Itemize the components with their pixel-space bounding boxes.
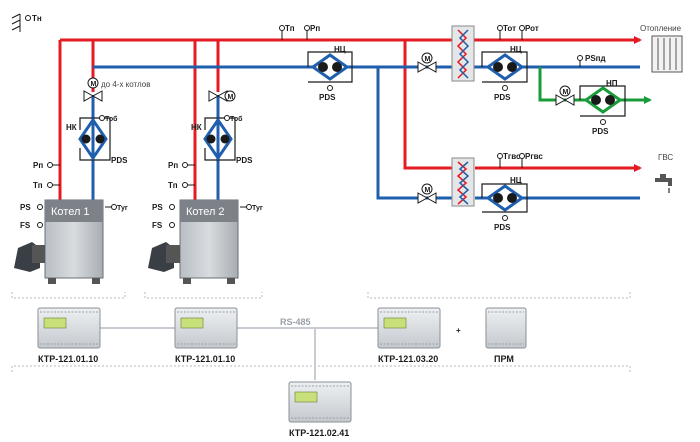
svg-text:M: M [425,187,431,194]
supply-temp-label: Тп [285,24,295,33]
boiler-1-pump-label: НК [66,123,77,132]
boiler-1-fs-label: FS [20,221,31,230]
bus-label: RS-485 [280,317,311,327]
heating-pds-loop [481,51,528,83]
pump-group-makeup [583,86,623,114]
boiler-1-return-temp-label: Тоб [105,115,118,123]
supply-pipes [58,36,642,205]
boiler-1-flue-temp-label: Туг [117,205,128,212]
boiler-2-supply-temp-label: Тп [168,181,178,190]
boiler-2 [148,199,239,284]
dhw-consumer-label: ГВС [658,153,673,162]
pump-group-dhw [485,184,525,212]
svg-text:M: M [228,94,234,101]
dhw-pump-label: НЦ [510,176,522,185]
boiler-1-name: Котел 1 [51,206,90,218]
supply-pressure-label: Рп [310,24,320,33]
controller-1-label: КТР-121.01.10 [38,354,98,364]
boiler-2-ps-label: PS [152,203,163,212]
heat-exchanger-heating [451,25,475,82]
svg-text:M: M [563,89,569,96]
prm-module [485,307,527,349]
dhw-primary-supply-pipe [403,40,455,170]
boiler-circuit-pds-loop [307,51,353,83]
makeup-pump-label: НП [606,79,618,88]
boiler-1-supply-pressure-label: Рп [33,161,43,170]
boiler-2-pds-loop [204,117,236,161]
heating-pds-label: PDS [494,93,511,102]
boiler-1-ps-label: PS [20,203,31,212]
pump-group-boiler-circuit [310,53,350,81]
radiator-icon [651,35,683,73]
prm-label: ПРМ [494,354,514,364]
boiler-2-name: Котел 2 [186,206,225,218]
controller-3-label: КТР-121.03.20 [378,354,438,364]
dhw-pressure-label: Ргвс [525,152,543,161]
boiler-2-flue-temp-label: Туг [252,205,263,212]
dhw-temp-label: Тгвс [503,152,521,161]
boiler-2-pump-label: НК [191,123,202,132]
three-way-valve-boiler-2: M [208,90,236,102]
controller-1 [37,307,101,349]
heat-exchanger-dhw [451,157,475,207]
heating-consumer-label: Отопление [640,24,682,33]
boiler-circuit-pump-label: НЦ [334,45,346,54]
controller-5 [288,381,352,423]
dhw-pds-loop [481,183,528,213]
heating-temp-label: Тот [503,24,516,33]
controller-2 [174,307,238,349]
dhw-pds-label: PDS [494,223,511,232]
heating-pressure-label: Рот [525,24,539,33]
makeup-pds-label: PDS [592,127,609,136]
boiler-2-fs-label: FS [152,221,163,230]
controller-2-label: КТР-121.01.10 [175,354,235,364]
makeup-pds-loop [579,85,626,117]
plus-sign: + [456,326,461,335]
motor-valve-makeup: M [555,85,575,106]
dhw-primary-return-pipe [376,67,455,200]
controller-5-label: КТР-121.02.41 [289,428,349,438]
pump-group-heating [485,53,525,81]
pump-group-boiler-1 [78,117,108,161]
svg-text:M: M [91,81,97,88]
boiler-2-pds-label: PDS [236,156,253,165]
motor-valve-dhw: M [417,183,437,204]
sensor-leaders [11,13,606,228]
boiler-1-supply-temp-label: Тп [33,181,43,190]
outdoor-temp-label: Тн [32,14,42,23]
boiler-1 [14,199,104,284]
heating-return-pressure-label: PSпд [585,54,606,63]
rs485-bus [100,327,380,380]
controller-3 [377,307,441,349]
faucet-icon [655,174,672,193]
heating-pump-label: НЦ [510,45,522,54]
motor-valve-heating: M [417,52,437,73]
boiler-1-pds-label: PDS [111,156,128,165]
svg-text:M: M [425,56,431,63]
three-way-valve-boiler-1: M [83,77,103,102]
boiler-circuit-pds-label: PDS [319,93,336,102]
boiler-2-return-temp-label: Тоб [230,115,243,123]
valve-note: до 4-х котлов [101,80,150,89]
pds-loops [79,51,626,213]
outdoor-sensor-icon [11,13,31,32]
pump-group-boiler-2 [203,117,233,161]
boiler-2-supply-pressure-label: Рп [168,161,178,170]
group-brackets [11,292,631,372]
boiler-1-pds-loop [79,117,111,161]
